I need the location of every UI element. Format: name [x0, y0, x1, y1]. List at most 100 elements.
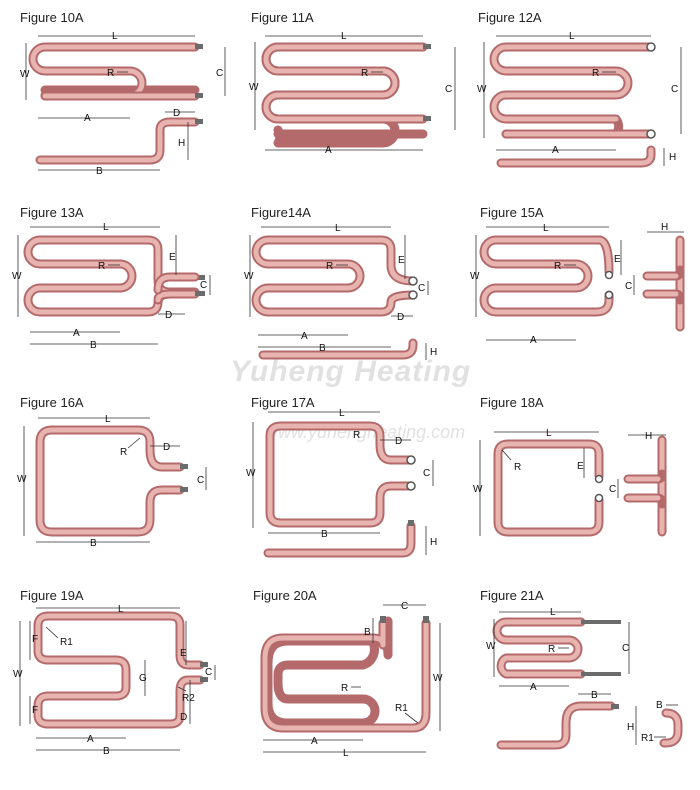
dim-label: D	[397, 312, 404, 323]
dim-label: W	[246, 468, 256, 479]
dim-label: L	[335, 223, 341, 234]
dim-label: C	[671, 84, 678, 95]
dim-label: W	[477, 84, 487, 95]
dim-label: L	[112, 31, 118, 42]
dim-label: D	[163, 442, 170, 453]
dim-label: W	[20, 69, 30, 80]
heater-diagram-13a: L W R E C D A B	[12, 222, 211, 351]
heater-diagram-21a: L W R C A B H B R1	[486, 607, 683, 750]
dim-label: R1	[641, 733, 654, 744]
heater-diagram-10a: L W R C A D H B	[20, 31, 226, 177]
dim-label: W	[433, 673, 443, 684]
dim-label: R	[548, 644, 555, 655]
heater-diagram-20a: C B W R R1 A L	[260, 601, 443, 759]
figure-16a: Figure 16A L R D W C B	[0, 390, 233, 575]
heater-diagram-12a: L W R C A H	[477, 31, 682, 168]
dim-label: B	[656, 700, 663, 711]
dim-label: R	[554, 261, 561, 272]
dim-label: B	[364, 627, 371, 638]
figure-title: Figure 19A	[20, 588, 84, 603]
dim-label: C	[197, 475, 204, 486]
dim-label: H	[627, 722, 634, 733]
dim-label: W	[12, 271, 22, 282]
dim-label: R	[326, 261, 333, 272]
dim-label: F	[32, 634, 38, 645]
dim-label: R	[592, 68, 599, 79]
dim-label: H	[430, 537, 437, 548]
dim-label: A	[311, 736, 318, 747]
heater-diagram-17a: L R D W C B H	[246, 408, 437, 558]
dim-label: R1	[395, 703, 408, 714]
dim-label: B	[591, 690, 598, 701]
dim-label: C	[216, 68, 223, 79]
dim-label: C	[609, 484, 616, 495]
dim-label: A	[73, 328, 80, 339]
figure-19a: Figure 19A L F R1 W G E C R2 D F A B	[0, 583, 233, 790]
dim-label: R	[514, 462, 521, 473]
dim-label: R	[353, 430, 360, 441]
figure-10a: Figure 10A L W R C A D H B	[0, 0, 233, 190]
dim-label: W	[13, 669, 23, 680]
dim-label: L	[343, 748, 349, 759]
dim-label: R	[341, 683, 348, 694]
dim-label: R1	[60, 637, 73, 648]
heater-diagram-19a: L F R1 W G E C R2 D F A B	[13, 604, 216, 757]
dim-label: D	[180, 712, 187, 723]
dim-label: A	[530, 335, 537, 346]
dim-label: E	[180, 648, 187, 659]
dim-label: R	[107, 68, 114, 79]
figure-title: Figure 17A	[251, 395, 315, 410]
dim-label: C	[418, 283, 425, 294]
dim-label: E	[398, 255, 405, 266]
dim-label: C	[205, 667, 212, 678]
dim-label: W	[249, 82, 259, 93]
dim-label: L	[339, 408, 345, 419]
dim-label: D	[173, 108, 180, 119]
dim-label: A	[325, 145, 332, 156]
figure-title: Figure 12A	[478, 10, 542, 25]
heater-diagram-14a: L W R E C D A B H	[244, 223, 437, 360]
dim-label: A	[84, 113, 91, 124]
figure-15a: Figure 15A L W R E C H A	[466, 195, 700, 380]
dim-label: W	[244, 271, 254, 282]
dim-label: C	[445, 84, 452, 95]
dim-label: C	[625, 281, 632, 292]
figure-title: Figure14A	[251, 205, 311, 220]
dim-label: B	[319, 343, 326, 354]
figure-title: Figure 13A	[20, 205, 84, 220]
dim-label: B	[90, 340, 97, 351]
figure-12a: Figure 12A L W R C A H	[466, 0, 700, 190]
dim-label: E	[577, 461, 584, 472]
figure-21a: Figure 21A L W R C A B H B R1	[466, 583, 700, 790]
dim-label: C	[200, 280, 207, 291]
heater-diagram-16a: L R D W C B	[17, 414, 207, 549]
heater-diagram-11a: L W R C A	[249, 31, 456, 156]
figure-title: Figure 20A	[253, 588, 317, 603]
figure-title: Figure 18A	[480, 395, 544, 410]
figure-18a: Figure 18A L R W E C H	[466, 390, 700, 575]
dim-label: L	[118, 604, 124, 615]
dim-label: C	[401, 601, 408, 612]
dim-label: E	[169, 252, 176, 263]
dim-label: H	[178, 138, 185, 149]
dim-label: R	[120, 447, 127, 458]
dim-label: W	[486, 641, 496, 652]
figure-title: Figure 21A	[480, 588, 544, 603]
dim-label: L	[569, 31, 575, 42]
dim-label: L	[550, 607, 556, 618]
dim-label: R2	[182, 693, 195, 704]
dim-label: L	[105, 414, 111, 425]
dim-label: C	[622, 643, 629, 654]
dim-label: G	[139, 673, 147, 684]
dim-label: B	[103, 746, 110, 757]
dim-label: D	[395, 436, 402, 447]
dim-label: W	[470, 271, 480, 282]
figure-20a: Figure 20A C B W R R1 A L	[233, 583, 466, 790]
dim-label: B	[96, 166, 103, 177]
dim-label: H	[430, 347, 437, 358]
dim-label: H	[645, 431, 652, 442]
heater-diagram-15a: L W R E C H A	[470, 222, 685, 346]
figure-title: Figure 11A	[251, 10, 314, 25]
dim-label: A	[530, 682, 537, 693]
dim-label: L	[543, 223, 549, 234]
